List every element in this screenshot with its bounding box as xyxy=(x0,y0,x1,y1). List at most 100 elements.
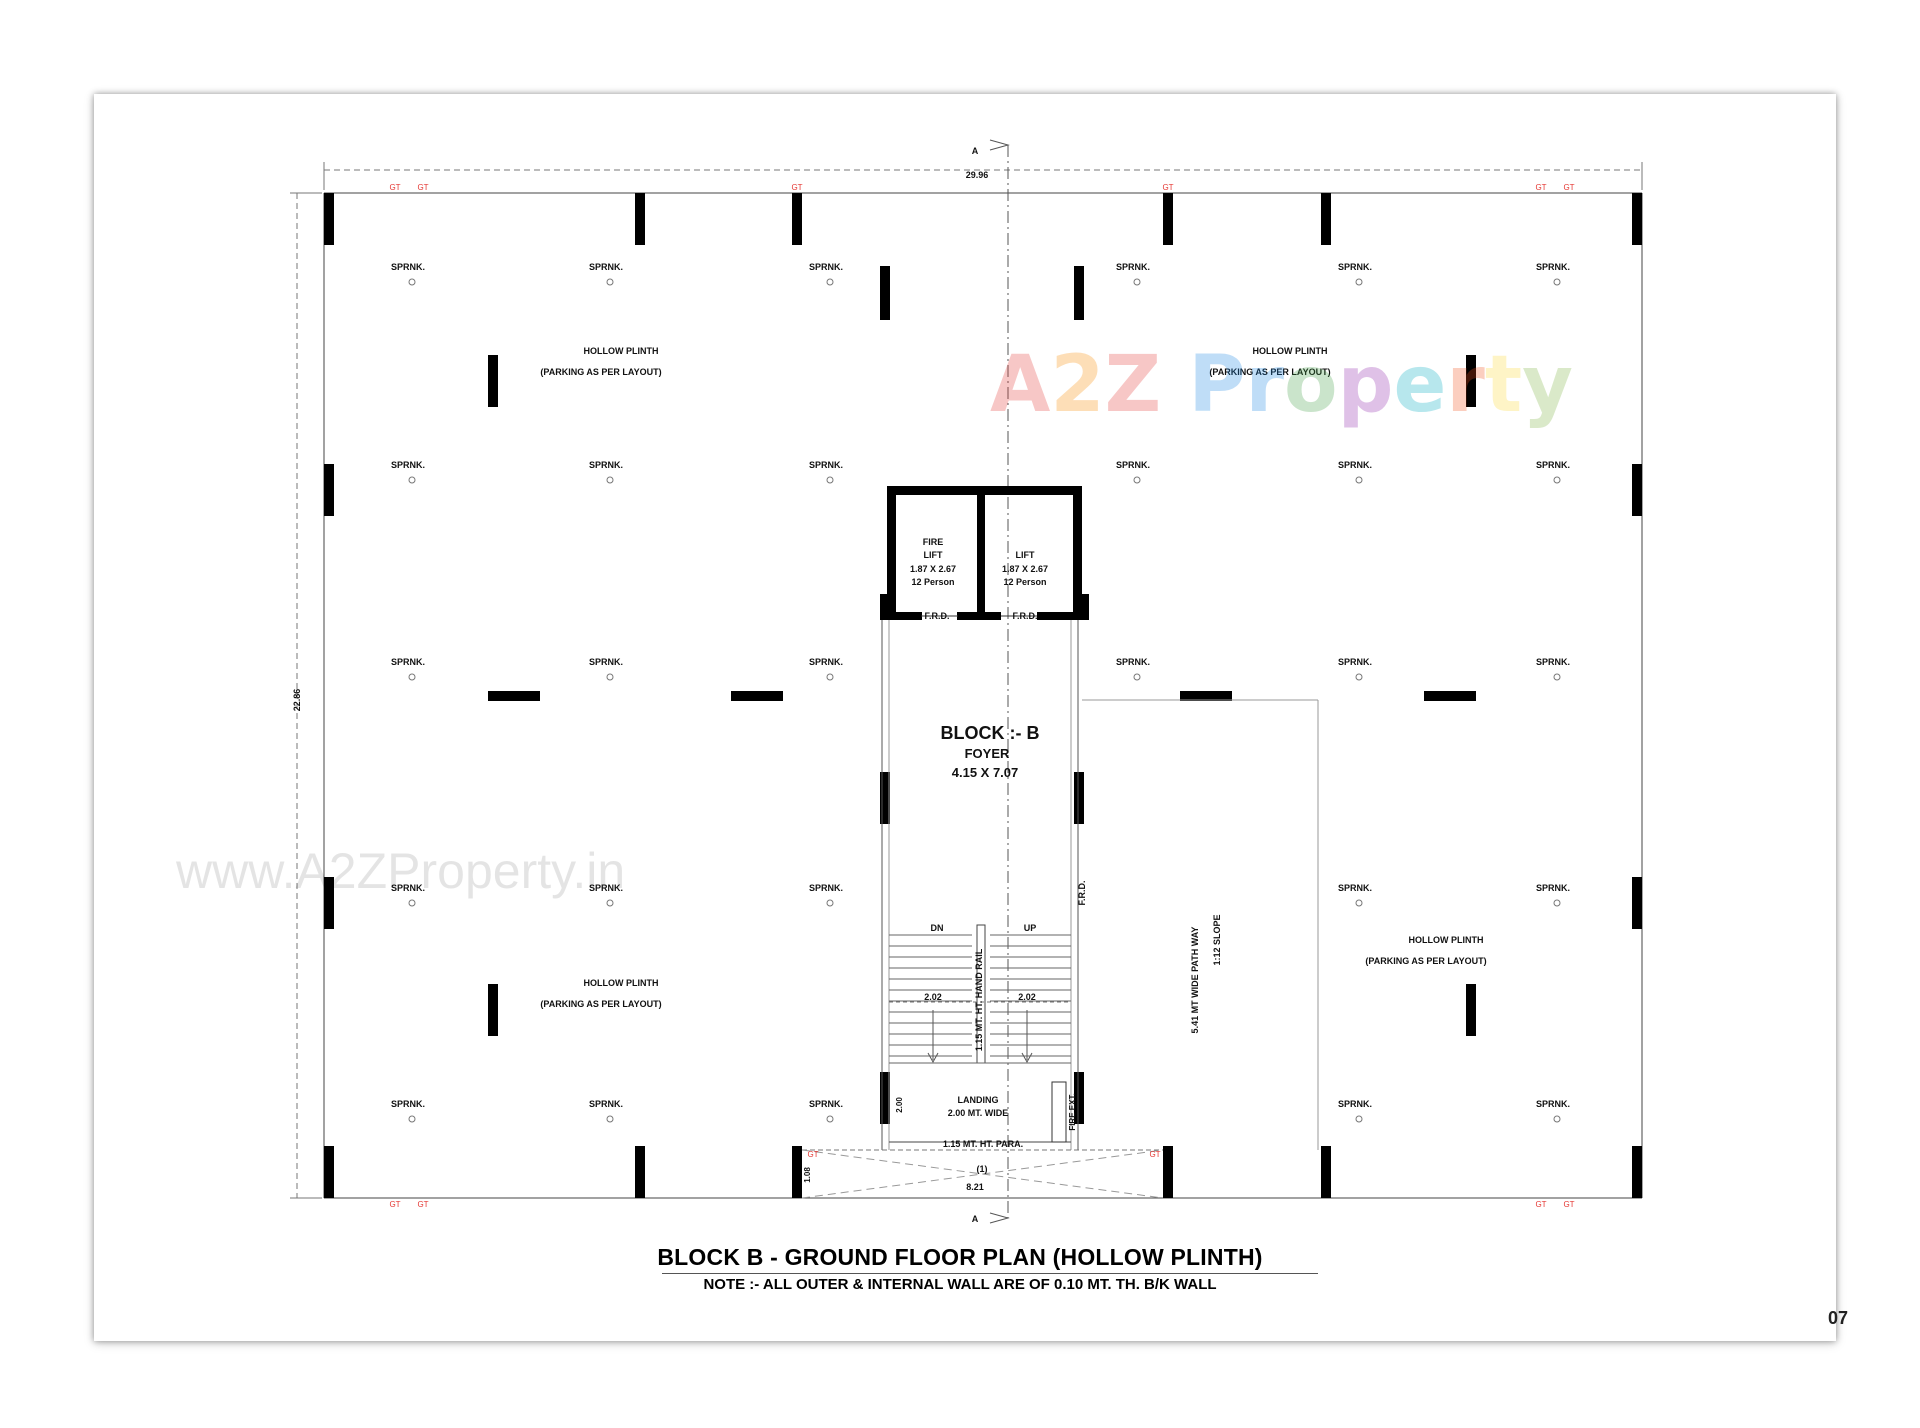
hollow-plinth-subtitle-4: (PARKING AS PER LAYOUT) xyxy=(1365,956,1486,966)
sprinkler-head-18 xyxy=(1553,673,1561,681)
column-28 xyxy=(1074,772,1084,824)
plan-linework xyxy=(290,139,1643,1224)
sprinkler-head-22 xyxy=(1355,899,1363,907)
lift-door-wall-3 xyxy=(1037,612,1073,620)
lift-core-jamb-left xyxy=(880,594,896,620)
column-17 xyxy=(880,266,890,320)
frd-lift: F.R.D. xyxy=(1012,611,1037,621)
sprinkler-label-14: SPRNK. xyxy=(589,657,623,667)
sprinkler-label-8: SPRNK. xyxy=(589,460,623,470)
column-6 xyxy=(1632,193,1642,245)
column-15 xyxy=(1321,1146,1331,1198)
entry-width-label: 8.21 xyxy=(966,1182,984,1192)
fire-lift-capacity: 12 Person xyxy=(911,577,954,587)
column-13 xyxy=(792,1146,802,1198)
gate-label-6: GT xyxy=(1563,183,1574,192)
gate-label-1: GT xyxy=(389,183,400,192)
hollow-plinth-title-3: HOLLOW PLINTH xyxy=(584,978,659,988)
sprinkler-head-25 xyxy=(606,1115,614,1123)
lift-capacity: 12 Person xyxy=(1003,577,1046,587)
sprinkler-head-8 xyxy=(606,476,614,484)
title-underline xyxy=(662,1273,1318,1274)
sprinkler-head-12 xyxy=(1553,476,1561,484)
sprinkler-label-18: SPRNK. xyxy=(1536,657,1570,667)
plan-title: BLOCK B - GROUND FLOOR PLAN (HOLLOW PLIN… xyxy=(657,1244,1263,1270)
column-21 xyxy=(488,984,498,1036)
column-16 xyxy=(1632,1146,1642,1198)
foyer-block-label: BLOCK :- B xyxy=(941,723,1040,743)
landing-label: LANDING xyxy=(958,1095,999,1105)
sprinkler-head-7 xyxy=(408,476,416,484)
fire-extinguisher-label: FIRE EXT. xyxy=(1068,1093,1077,1130)
plan-note: NOTE :- ALL OUTER & INTERNAL WALL ARE OF… xyxy=(703,1276,1217,1293)
drawing-sheet xyxy=(94,94,1836,1341)
section-marker-bottom: A xyxy=(972,1214,979,1224)
sprinkler-label-7: SPRNK. xyxy=(391,460,425,470)
column-8 xyxy=(1632,464,1642,516)
sprinkler-label-28: SPRNK. xyxy=(1536,1099,1570,1109)
parapet-label: 1.15 MT. HT. PARA. xyxy=(943,1139,1023,1149)
dimension-width-label: 29.96 xyxy=(966,170,989,180)
sprinkler-label-13: SPRNK. xyxy=(391,657,425,667)
page-number: 07 xyxy=(1827,1308,1848,1328)
fire-lift-line2: LIFT xyxy=(924,550,943,560)
sprinkler-head-2 xyxy=(606,278,614,286)
lift-door-wall-1 xyxy=(896,612,922,620)
sprinkler-label-21: SPRNK. xyxy=(809,883,843,893)
sprinkler-head-1 xyxy=(408,278,416,286)
lift-size: 1.87 X 2.67 xyxy=(1002,564,1048,574)
column-20 xyxy=(1466,355,1476,407)
gate-label-11: GT xyxy=(1535,1200,1546,1209)
sprinkler-label-22: SPRNK. xyxy=(1338,883,1372,893)
watermark-url: www.A2ZProperty.in xyxy=(176,843,626,899)
column-4 xyxy=(1163,193,1173,245)
hollow-plinth-title-1: HOLLOW PLINTH xyxy=(584,346,659,356)
sprinkler-label-3: SPRNK. xyxy=(809,262,843,272)
column-3 xyxy=(792,193,802,245)
gate-label-4: GT xyxy=(1162,183,1173,192)
fire-lift-line1: FIRE xyxy=(923,537,944,547)
frd-fire-lift: F.R.D. xyxy=(924,611,949,621)
sprinkler-head-27 xyxy=(1355,1115,1363,1123)
column-22 xyxy=(1466,984,1476,1036)
column-5 xyxy=(1321,193,1331,245)
fire-lift-size: 1.87 X 2.67 xyxy=(910,564,956,574)
frd-foyer: F.R.D. xyxy=(1077,880,1087,905)
landing-depth-label: 2.00 xyxy=(895,1097,904,1113)
column-7 xyxy=(324,464,334,516)
column-11 xyxy=(324,1146,334,1198)
sprinkler-head-5 xyxy=(1355,278,1363,286)
gate-label-8: GT xyxy=(417,1200,428,1209)
sprinkler-label-20: SPRNK. xyxy=(589,883,623,893)
column-26 xyxy=(1424,691,1476,701)
sprinkler-head-24 xyxy=(408,1115,416,1123)
sprinkler-head-23 xyxy=(1553,899,1561,907)
hollow-plinth-subtitle-2: (PARKING AS PER LAYOUT) xyxy=(1209,367,1330,377)
section-arrow-bottom xyxy=(989,1212,1010,1224)
sprinkler-label-5: SPRNK. xyxy=(1338,262,1372,272)
hollow-plinth-title-4: HOLLOW PLINTH xyxy=(1409,935,1484,945)
sprinkler-label-12: SPRNK. xyxy=(1536,460,1570,470)
foyer-size: 4.15 X 7.07 xyxy=(952,765,1019,780)
sprinkler-head-14 xyxy=(606,673,614,681)
column-1 xyxy=(324,193,334,245)
sprinkler-label-16: SPRNK. xyxy=(1116,657,1150,667)
lift-core-jamb-right xyxy=(1073,594,1089,620)
hollow-plinth-subtitle-3: (PARKING AS PER LAYOUT) xyxy=(540,999,661,1009)
sprinkler-head-19 xyxy=(408,899,416,907)
column-18 xyxy=(1074,266,1084,320)
entry-depth-label: 1.08 xyxy=(803,1167,812,1183)
sprinkler-label-23: SPRNK. xyxy=(1536,883,1570,893)
lift-shaft-divider xyxy=(977,486,985,620)
sprinkler-head-6 xyxy=(1553,278,1561,286)
lift-door-wall-2 xyxy=(957,612,1001,620)
sprinkler-head-20 xyxy=(606,899,614,907)
column-30 xyxy=(1074,1072,1084,1124)
foyer-name: FOYER xyxy=(965,746,1010,761)
stair-arrowhead-left xyxy=(927,1052,939,1064)
sprinkler-label-4: SPRNK. xyxy=(1116,262,1150,272)
column-19 xyxy=(488,355,498,407)
stair-arrowhead-right xyxy=(1021,1052,1033,1064)
